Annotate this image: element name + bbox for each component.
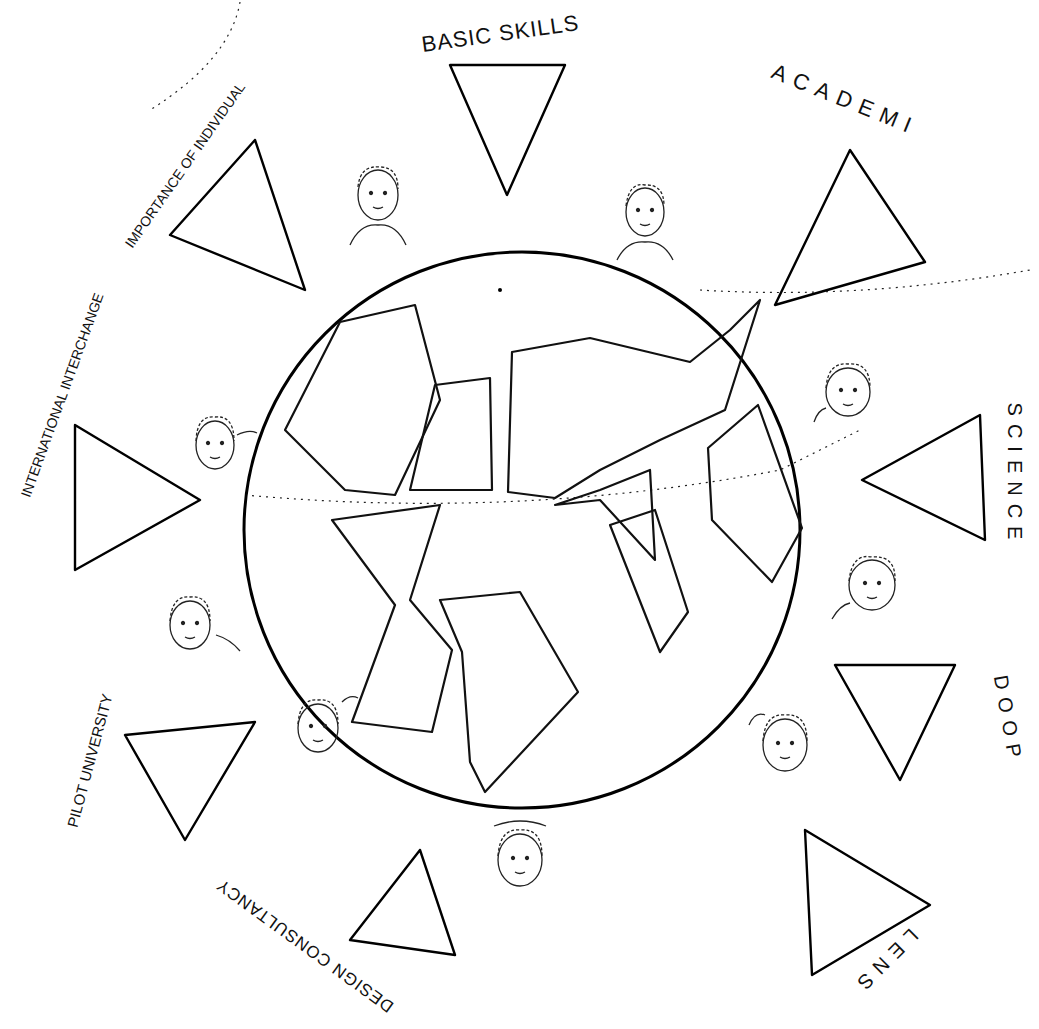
triangle-node: LENS — [805, 830, 930, 975]
globe-circle — [244, 252, 800, 808]
continents — [285, 300, 802, 792]
node-label: DOOP — [990, 674, 1025, 767]
triangle-node: DESIGN CONSULTANCY — [350, 850, 455, 955]
triangle-outline — [450, 65, 565, 195]
node-label: INTERNATIONAL INTERCHANGE — [18, 291, 105, 499]
triangle-outline — [125, 722, 255, 840]
triangle-outline — [862, 415, 985, 540]
node-label: BASIC SKILLS — [420, 12, 580, 56]
triangle-outline — [75, 425, 200, 570]
triangle-node: SCIENCE — [862, 415, 985, 540]
triangle-outline — [350, 850, 455, 955]
node-label: LENS — [848, 925, 922, 999]
triangle-outline — [775, 150, 925, 305]
people-faces — [170, 167, 895, 886]
triangle-node: PILOT UNIVERSITY — [125, 722, 255, 840]
node-label: SCIENCE — [1005, 403, 1025, 548]
triangle-node: ACADEMI — [775, 150, 925, 305]
triangle-outline — [805, 830, 930, 975]
triangle-outline — [835, 665, 955, 780]
node-label: DESIGN CONSULTANCY — [214, 875, 397, 1014]
triangle-node: BASIC SKILLS — [450, 65, 565, 195]
dotted-curves — [150, 2, 1030, 503]
node-label: PILOT UNIVERSITY — [65, 692, 115, 828]
triangle-node: DOOP — [835, 665, 955, 780]
node-label: IMPORTANCE OF INDIVIDUAL — [123, 80, 248, 250]
triangle-node: INTERNATIONAL INTERCHANGE — [75, 425, 200, 570]
node-label: ACADEMI — [768, 61, 921, 140]
triangle-node: IMPORTANCE OF INDIVIDUAL — [170, 140, 305, 290]
